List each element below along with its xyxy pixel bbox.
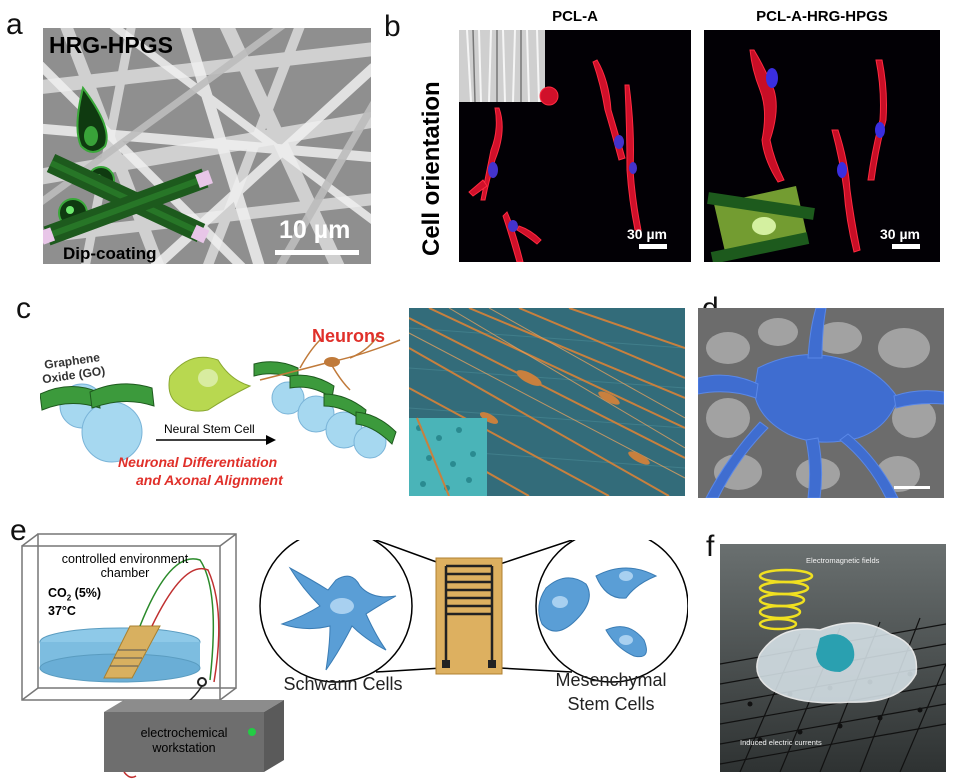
panel-e-msc-label-2: Stem Cells bbox=[567, 694, 655, 714]
panel-b-left-scale-label: 30 µm bbox=[627, 226, 667, 242]
panel-label-b: b bbox=[384, 10, 401, 43]
panel-b-left-image: 30 µm bbox=[459, 30, 691, 262]
panel-a-scale-bar bbox=[275, 250, 359, 255]
panel-d-sem-image bbox=[698, 308, 944, 498]
schwann-msc-graphic bbox=[259, 540, 688, 683]
blue-cell-on-mesh-graphic bbox=[698, 308, 944, 498]
panel-e-workstation-label-1: electrochemical bbox=[140, 726, 228, 740]
panel-b-left-scale-bar bbox=[639, 244, 667, 249]
panel-a-scale-label: 10 µm bbox=[279, 216, 351, 244]
panel-f-graphene-illustration: Electromagnetic fields Induced electric … bbox=[720, 544, 946, 772]
panel-e-chamber-label-2: chamber bbox=[100, 566, 150, 580]
panel-e-chamber-setup: controlled environment chamber CO2 (5%) … bbox=[0, 530, 290, 783]
panel-a-sem-image: HRG-HPGS 10 µm Dip-coating bbox=[43, 28, 371, 264]
panel-b-right-scale-bar bbox=[892, 244, 920, 249]
panel-e-schwann-label: Schwann Cells bbox=[283, 674, 403, 694]
panel-label-e: e bbox=[10, 514, 27, 547]
pcl-a-hrg-hpgs-cells-graphic bbox=[704, 30, 940, 262]
panel-c-schematic: Graphene Oxide (GO) Neurons Neural Stem … bbox=[40, 320, 410, 490]
panel-a-caption: Dip-coating bbox=[63, 244, 157, 263]
panel-label-c: c bbox=[16, 292, 31, 325]
panel-a-title: HRG-HPGS bbox=[49, 32, 173, 58]
panel-b-right-title: PCL-A-HRG-HPGS bbox=[756, 8, 888, 25]
panel-b-right-scale-label: 30 µm bbox=[880, 226, 920, 242]
panel-e-cells-schematic: Schwann Cells Mesenchymal Stem Cells bbox=[256, 540, 688, 740]
pcl-a-cells-graphic bbox=[459, 30, 691, 262]
panel-b-side-label: Cell orientation bbox=[418, 81, 445, 256]
panel-c-red-line-1: Neuronal Differentiation bbox=[118, 454, 278, 470]
panel-f-em-fields-label: Electromagnetic fields bbox=[806, 556, 880, 565]
panel-e-msc-label-1: Mesenchymal bbox=[555, 670, 667, 690]
panel-label-a: a bbox=[6, 8, 23, 41]
fiber-mesh-graphic bbox=[43, 28, 371, 264]
panel-f-currents-label: Induced electric currents bbox=[740, 738, 822, 747]
panel-label-f: f bbox=[706, 530, 715, 563]
panel-e-chamber-label-1: controlled environment bbox=[61, 552, 189, 566]
panel-e-temperature-label: 37°C bbox=[48, 604, 76, 618]
panel-c-neurons-label: Neurons bbox=[312, 326, 386, 346]
panel-c-red-line-2: and Axonal Alignment bbox=[136, 472, 283, 488]
panel-e-workstation-label-2: workstation bbox=[152, 741, 216, 755]
panel-b-right-image: 30 µm bbox=[704, 30, 940, 262]
em-field-graphene-graphic bbox=[720, 544, 946, 772]
panel-e-co2-label: CO2 (5%) bbox=[48, 586, 102, 603]
panel-c-arrow-label: Neural Stem Cell bbox=[164, 422, 255, 436]
panel-b-left-title: PCL-A bbox=[552, 8, 598, 25]
panel-c-sem-image bbox=[409, 308, 685, 496]
aligned-neurons-graphic bbox=[409, 308, 685, 496]
electrochemical-chamber-graphic bbox=[21, 533, 284, 779]
go-differentiation-graphic bbox=[40, 331, 401, 463]
